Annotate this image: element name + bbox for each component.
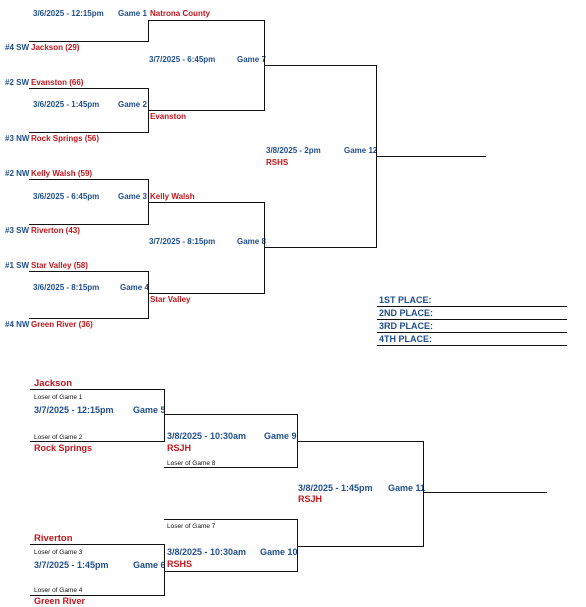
place-line <box>377 345 567 346</box>
bracket-line <box>29 318 149 319</box>
bracket-line <box>297 414 298 467</box>
bracket-line <box>29 41 149 42</box>
game6-label: Game 6 <box>133 560 166 570</box>
bracket-line <box>30 389 164 390</box>
game2-bottom-seed: #3 NW <box>5 134 30 143</box>
game4-datetime: 3/6/2025 - 8:15pm <box>33 283 100 292</box>
game1-datetime: 3/6/2025 - 12:15pm <box>33 9 104 18</box>
game4-bottom-seed: #4 NW <box>5 320 30 329</box>
game2-datetime: 3/6/2025 - 1:45pm <box>33 100 100 109</box>
game10-note: Loser of Game 7 <box>167 523 216 530</box>
bracket-line <box>29 179 149 180</box>
game9-location: RSJH <box>167 443 192 453</box>
place-3-label: 3RD PLACE: <box>379 321 434 331</box>
bracket-line <box>148 293 265 294</box>
game3-datetime: 3/6/2025 - 6:45pm <box>33 192 100 201</box>
bracket-line <box>423 492 547 493</box>
bracket-line <box>30 441 165 442</box>
game10-location: RSHS <box>167 559 193 569</box>
game2-top-seed: #2 SW <box>5 78 30 87</box>
bracket-line <box>30 595 165 596</box>
game8-datetime: 3/7/2025 - 8:15pm <box>149 237 216 246</box>
game9-label: Game 9 <box>264 431 297 441</box>
game4-top-seed: #1 SW <box>5 261 30 270</box>
bracket-line <box>29 224 149 225</box>
game4-top-team: Star Valley (58) <box>31 261 88 270</box>
bracket-line <box>148 20 149 41</box>
bracket-line <box>148 271 149 318</box>
game6-bottom-note: Loser of Game 4 <box>34 587 83 594</box>
game12-datetime: 3/8/2025 - 2pm <box>266 146 321 155</box>
game5-top-team: Jackson <box>34 378 73 389</box>
place-1-label: 1ST PLACE: <box>379 295 432 305</box>
place-line <box>377 332 567 333</box>
place-2-label: 2ND PLACE: <box>379 308 434 318</box>
game11-label: Game 11 <box>388 483 426 493</box>
game6-top-note: Loser of Game 3 <box>34 549 83 556</box>
game7-label: Game 7 <box>237 55 266 64</box>
game9-datetime: 3/8/2025 - 10:30am <box>167 431 247 441</box>
bracket-line <box>264 247 377 248</box>
bracket-line <box>148 110 265 111</box>
bracket-line <box>148 202 265 203</box>
game3-bottom-team: Riverton (43) <box>31 226 80 235</box>
place-line <box>377 319 567 320</box>
game4-label: Game 4 <box>120 283 149 292</box>
game2-label: Game 2 <box>118 100 147 109</box>
game6-top-team: Riverton <box>34 533 73 544</box>
game1-top-team: Natrona County <box>150 9 210 18</box>
bracket-line <box>29 132 149 133</box>
bracket-line <box>164 544 165 595</box>
game1-bottom-seed: #4 SW <box>5 43 30 52</box>
game5-label: Game 5 <box>133 405 166 415</box>
game11-datetime: 3/8/2025 - 1:45pm <box>298 483 373 493</box>
bracket-line <box>297 519 298 572</box>
game7-winner: Evanston <box>150 112 187 121</box>
bracket-line <box>297 546 423 547</box>
game10-datetime: 3/8/2025 - 10:30am <box>167 547 247 557</box>
game1-bottom-team: Jackson (29) <box>31 43 80 52</box>
game12-location: RSHS <box>266 158 289 167</box>
game3-top-seed: #2 NW <box>5 169 30 178</box>
bracket-line <box>164 571 298 572</box>
game5-datetime: 3/7/2025 - 12:15pm <box>34 405 114 415</box>
game8-top-winner: Kelly Walsh <box>150 192 195 201</box>
bracket-line <box>297 441 423 442</box>
bracket-line <box>30 544 165 545</box>
game5-bottom-team: Rock Springs <box>34 443 93 453</box>
game2-top-team: Evanston (66) <box>31 78 84 87</box>
game7-datetime: 3/7/2025 - 6:45pm <box>149 55 216 64</box>
game2-bottom-team: Rock Springs (56) <box>31 134 100 143</box>
game9-note: Loser of Game 8 <box>167 460 216 467</box>
bracket-line <box>148 20 265 21</box>
bracket-line <box>164 519 298 520</box>
game6-bottom-team: Green River <box>34 596 86 606</box>
game11-location: RSJH <box>298 494 323 504</box>
bracket-line <box>164 467 298 468</box>
game10-label: Game 10 <box>260 547 298 557</box>
bracket-line <box>29 88 149 89</box>
bracket-line <box>423 441 424 547</box>
bracket-line <box>164 414 297 415</box>
game3-bottom-seed: #3 SW <box>5 226 30 235</box>
bracket-line <box>148 179 149 224</box>
game6-datetime: 3/7/2025 - 1:45pm <box>34 560 109 570</box>
game12-label: Game 12 <box>344 146 378 155</box>
bracket-line <box>29 271 149 272</box>
game3-label: Game 3 <box>118 192 147 201</box>
game1-label: Game 1 <box>118 9 147 18</box>
game3-top-team: Kelly Walsh (59) <box>31 169 93 178</box>
place-line <box>377 306 567 307</box>
game5-top-note: Loser of Game 1 <box>34 394 83 401</box>
bracket-line <box>164 389 165 442</box>
bracket-line <box>264 65 377 66</box>
game4-bottom-team: Green River (36) <box>31 320 93 329</box>
bracket-line <box>376 156 486 157</box>
game8-bottom-winner: Star Valley <box>150 295 191 304</box>
game8-label: Game 8 <box>237 237 266 246</box>
game5-bottom-note: Loser of Game 2 <box>34 434 83 441</box>
place-4-label: 4TH PLACE: <box>379 334 433 344</box>
